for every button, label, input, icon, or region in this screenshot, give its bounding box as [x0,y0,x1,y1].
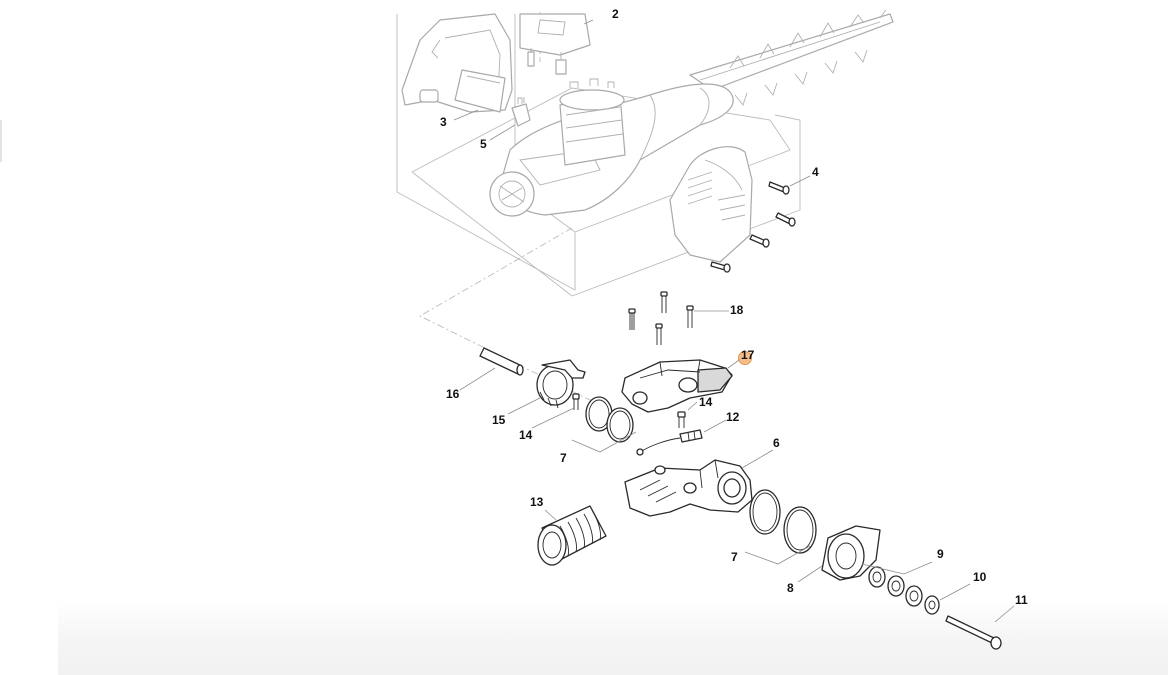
gear-cover-17 [621,359,733,413]
alignment-line [419,227,601,406]
ref-number-18[interactable]: 18 [730,303,744,317]
bracket-7-upper [571,431,637,453]
ref-number-8[interactable]: 8 [787,581,794,595]
outline-edge [411,171,573,297]
cable-12 [636,429,703,456]
ref-number-17[interactable]: 17 [741,348,755,362]
ref-number-6[interactable]: 6 [773,436,780,450]
switch-ghost [519,13,591,75]
ref-number-2[interactable]: 2 [612,7,619,21]
ref-number-11[interactable]: 11 [1015,593,1028,607]
cover-screws [710,181,796,273]
ref-number-7-upper[interactable]: 7 [560,451,567,465]
motor-ghost [559,78,626,166]
bracket-7-lower [744,545,811,565]
right-group-outline [571,114,801,297]
ref-number-15[interactable]: 15 [492,413,506,427]
ref-number-14-left[interactable]: 14 [519,428,533,442]
screws-18 [628,291,694,345]
ref-number-16[interactable]: 16 [446,387,460,401]
ref-number-14-right[interactable]: 14 [699,395,713,409]
current-parts [479,291,1002,650]
pin-16 [479,347,524,376]
right-cover-ghost [669,146,753,263]
bellows-13 [537,505,607,566]
ref-number-13[interactable]: 13 [530,495,544,509]
ref-number-7-lower[interactable]: 7 [731,550,738,564]
leader-lines [453,19,1015,623]
ref-number-12[interactable]: 12 [726,410,740,424]
clamp-15 [536,359,586,409]
screws-14 [572,393,686,428]
ref-number-10[interactable]: 10 [973,570,987,584]
gear-housing-6 [624,459,753,517]
edge-marker [0,120,2,162]
ref-number-4[interactable]: 4 [812,165,819,179]
ref-number-5[interactable]: 5 [480,137,487,151]
left-cover-ghost [401,13,513,113]
washer-10 [924,595,940,615]
washers-9 [868,566,923,607]
bolt-11 [945,615,1002,650]
ghost-assembly [396,9,894,406]
ref-number-9[interactable]: 9 [937,547,944,561]
snap-rings-upper [585,396,634,443]
part-17-hotspot[interactable] [738,351,752,365]
clip-ghost [511,97,531,127]
ref-number-3[interactable]: 3 [440,115,447,129]
bracket-9 [861,561,933,575]
bearing-cover-8 [821,525,881,581]
snap-rings-lower [749,489,817,554]
